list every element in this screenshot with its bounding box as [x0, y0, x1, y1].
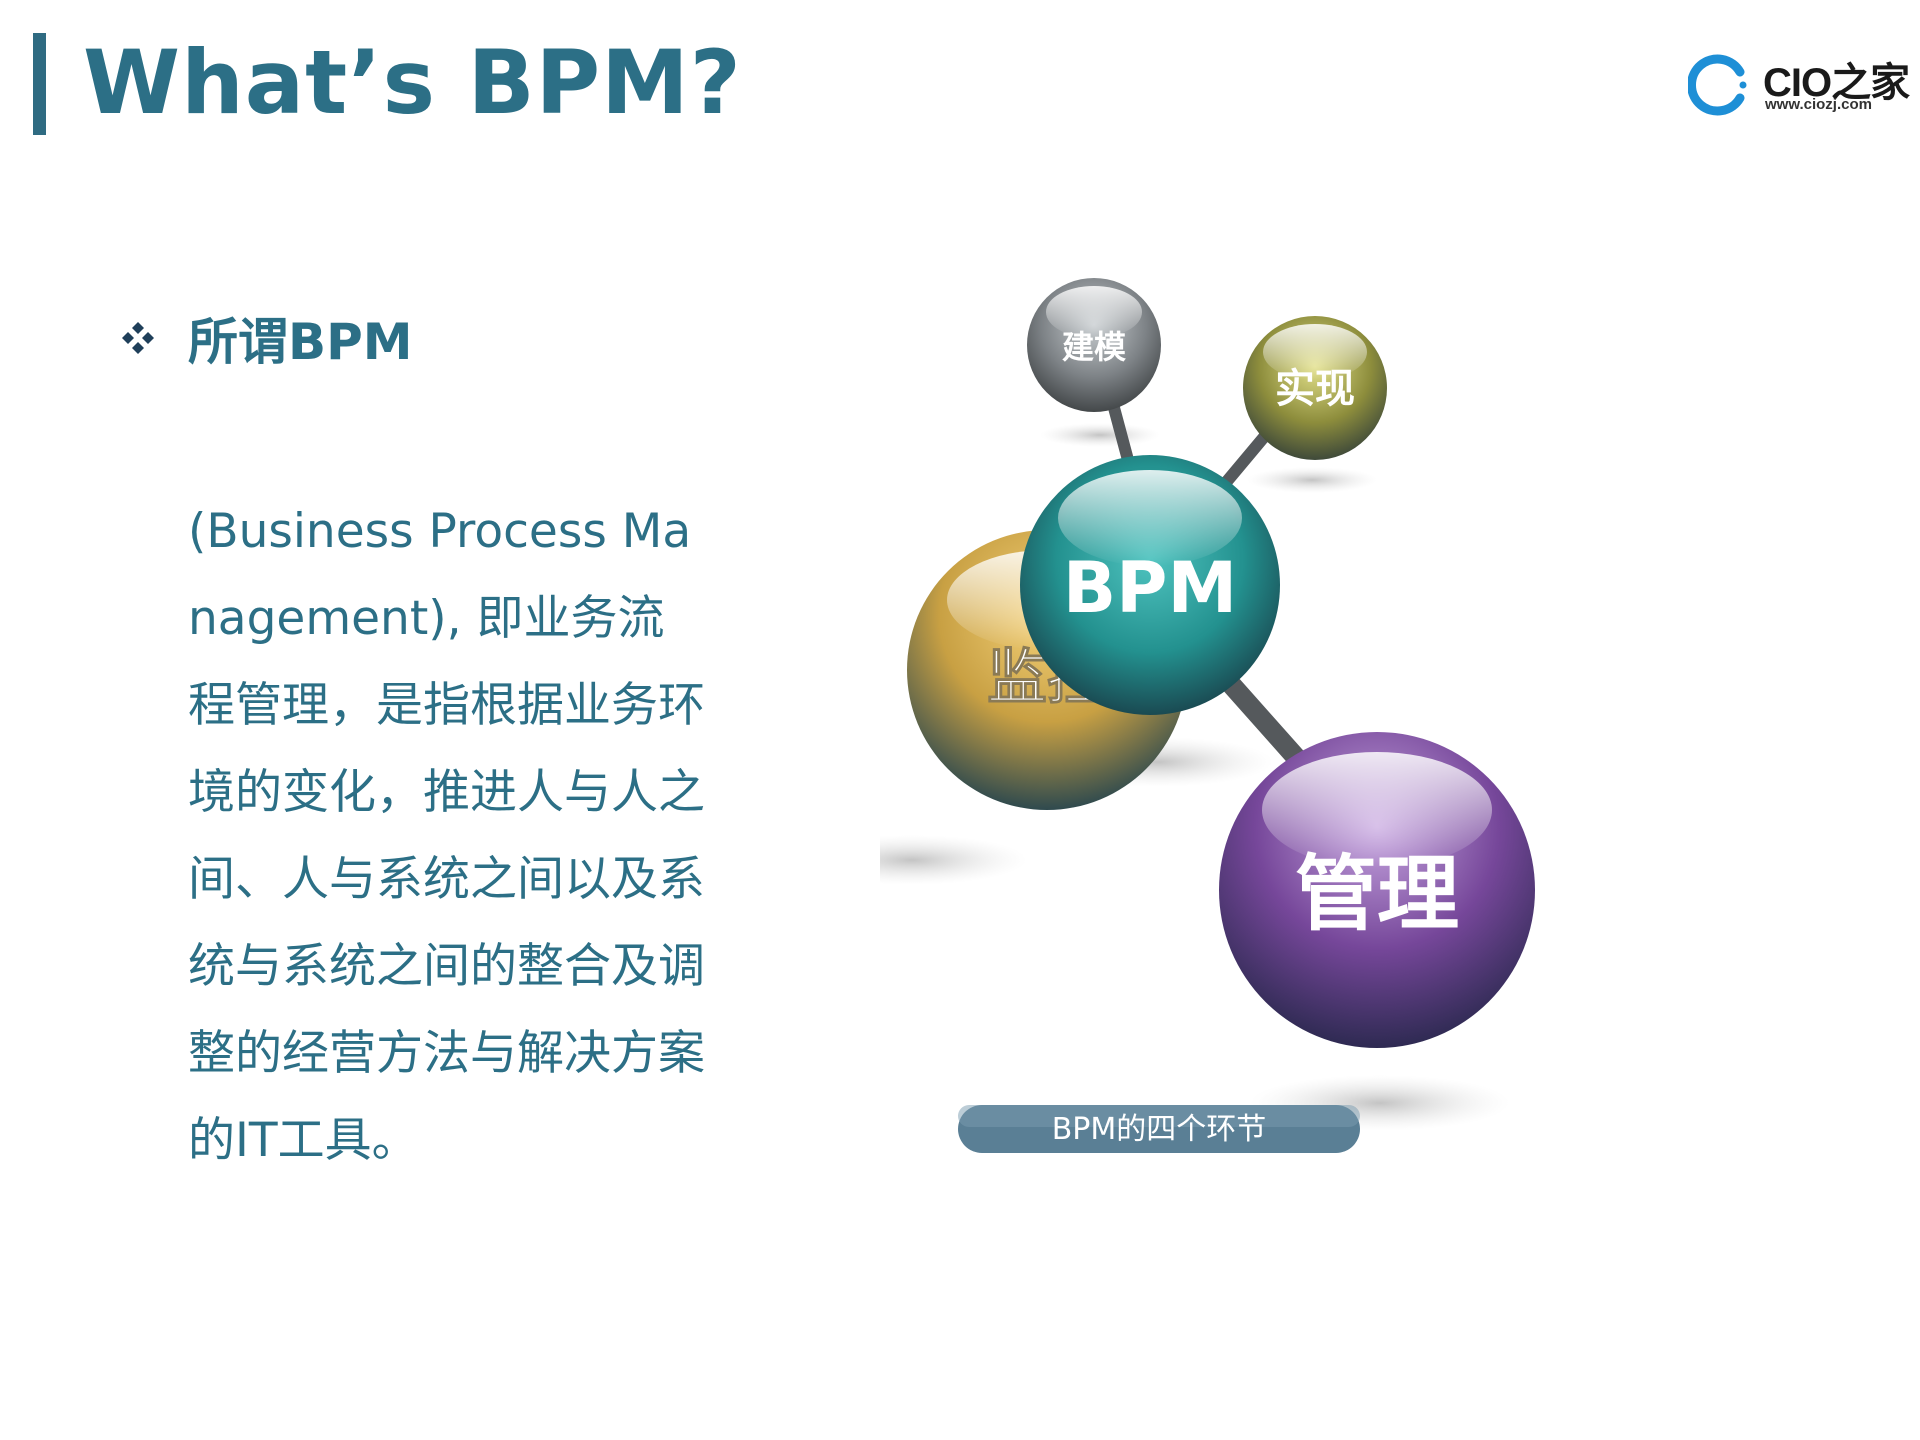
- bpm-molecule-diagram: 建模 实现 监控 BPM 管理 BPM的四个环节: [880, 278, 1535, 1153]
- node-label-guanli: 管理: [1295, 847, 1459, 942]
- node-shixian: 实现: [1243, 316, 1387, 460]
- definition-text: (Business Process Management), 即业务流程管理，是…: [188, 504, 705, 1168]
- cio-ring-logo-icon: [1688, 54, 1747, 116]
- node-bpm-center: BPM: [1020, 455, 1280, 715]
- logo-name: CIO之家: [1763, 61, 1910, 105]
- shadow-shixian: [1247, 467, 1377, 493]
- diamond-bullet-icon: [122, 322, 154, 354]
- diagram-caption: BPM的四个环节: [958, 1105, 1360, 1153]
- shadow-jiankong: [880, 835, 1027, 885]
- node-label-shixian: 实现: [1275, 366, 1355, 412]
- page-title: What’s BPM?: [83, 31, 742, 134]
- node-guanli: 管理: [1219, 732, 1535, 1048]
- cio-logo: CIO之家 www.ciozj.com: [1688, 50, 1910, 122]
- logo-url: www.ciozj.com: [1765, 96, 1872, 113]
- shadow-jianmo: [1040, 423, 1160, 447]
- center-label: BPM: [1063, 547, 1237, 629]
- section-heading: 所谓BPM: [188, 313, 413, 371]
- caption-text: BPM的四个环节: [1052, 1112, 1267, 1147]
- node-label-jianmo: 建模: [1062, 328, 1126, 366]
- title-accent-bar: [33, 33, 46, 135]
- node-jianmo: 建模: [1027, 278, 1161, 412]
